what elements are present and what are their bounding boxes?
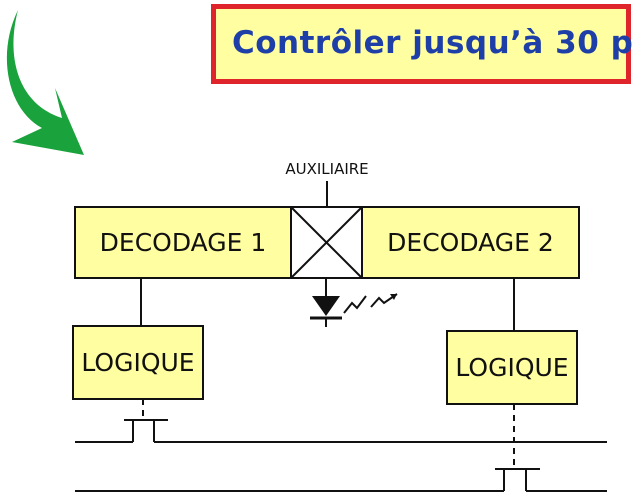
banner-title: Contrôler jusqu’à 30 p bbox=[232, 25, 633, 61]
logic-right-label: LOGIQUE bbox=[455, 353, 569, 382]
logic-left-box: LOGIQUE bbox=[72, 325, 204, 400]
decoder-2-label: DECODAGE 2 bbox=[387, 228, 554, 257]
left-contact-icon bbox=[124, 419, 168, 442]
relay-cross-box-icon bbox=[290, 206, 363, 279]
logic-right-box: LOGIQUE bbox=[446, 330, 578, 405]
circuit-wiring bbox=[75, 181, 607, 492]
decoder-1-box: DECODAGE 1 bbox=[74, 206, 292, 279]
auxiliary-label: AUXILIAIRE bbox=[285, 160, 369, 178]
title-banner: Contrôler jusqu’à 30 p bbox=[211, 4, 633, 84]
logic-left-label: LOGIQUE bbox=[81, 348, 195, 377]
curved-arrow-down-right-icon bbox=[6, 10, 84, 155]
infrared-led-icon bbox=[310, 293, 398, 327]
diagram-canvas: Contrôler jusqu’à 30 p bbox=[6, 4, 633, 492]
decoder-2-box: DECODAGE 2 bbox=[361, 206, 580, 279]
decoder-1-label: DECODAGE 1 bbox=[99, 228, 267, 257]
right-contact-icon bbox=[495, 468, 540, 491]
